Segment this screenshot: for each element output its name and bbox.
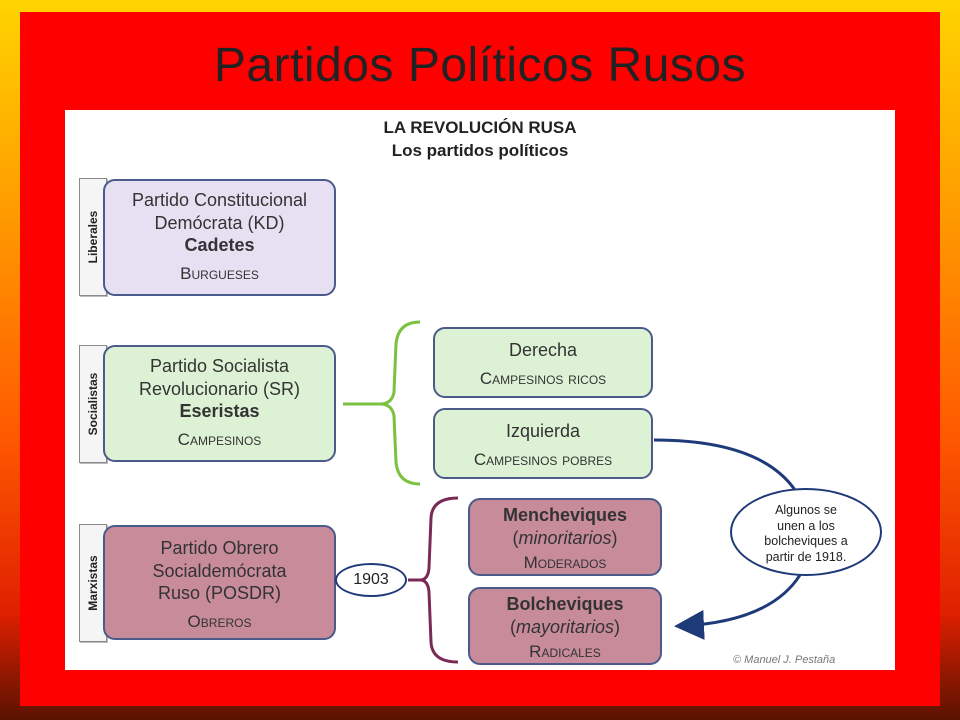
paren-open: ( — [509, 616, 516, 637]
paren-close: ) — [611, 527, 618, 548]
social-base: Burgueses — [180, 263, 259, 283]
faction-name: Bolcheviques — [506, 594, 624, 614]
split-year-badge: 1903 — [335, 563, 407, 597]
faction-box-derecha: Derecha Campesinos ricos — [433, 327, 653, 398]
party-name-line: Demócrata (KD) — [154, 212, 285, 233]
faction-name: Derecha — [508, 340, 578, 360]
faction-name: Mencheviques — [502, 505, 628, 525]
diagram-subtitle: Los partidos políticos — [391, 141, 569, 160]
category-label: Socialistas — [86, 372, 100, 436]
social-base: Campesinos pobres — [473, 449, 613, 469]
note-line: bolcheviques a — [764, 534, 848, 549]
social-base: Campesinos ricos — [479, 368, 607, 388]
party-name-line: Revolucionario (SR) — [138, 378, 301, 399]
social-base: Obreros — [187, 611, 252, 631]
faction-description: (minoritarios) — [470, 527, 660, 550]
copyright-text: © Manuel J. Pestaña — [733, 654, 836, 666]
note-line: Algunos se — [775, 503, 837, 517]
paren-close: ) — [614, 616, 621, 637]
social-base: Moderados — [523, 553, 607, 572]
faction-name: Izquierda — [505, 421, 581, 441]
note-bubble: Algunos se unen a los bolcheviques a par… — [730, 488, 882, 576]
note-line: partir de 1918. — [765, 549, 847, 564]
party-name-line: Partido Constitucional — [131, 190, 308, 210]
party-box-kd: Partido Constitucional Demócrata (KD) Ca… — [103, 179, 336, 296]
slide-title: Partidos Políticos Rusos — [213, 39, 747, 92]
party-name-line: Partido Socialista — [149, 356, 290, 376]
social-base: Campesinos — [177, 429, 262, 449]
note-to-bolcheviques-arrow — [674, 574, 802, 640]
faction-box-bolcheviques: Bolcheviques (mayoritarios) Radicales — [468, 587, 662, 665]
faction-box-mencheviques: Mencheviques (minoritarios) Moderados — [468, 498, 662, 576]
paren-open: ( — [512, 527, 519, 548]
marxist-split-bracket — [408, 496, 459, 582]
socialist-split-bracket — [343, 320, 421, 406]
faction-box-izquierda: Izquierda Campesinos pobres — [433, 408, 653, 479]
faction-qualifier: minoritarios — [518, 527, 612, 548]
party-nickname: Cadetes — [184, 235, 255, 255]
note-line: unen a los — [777, 518, 835, 533]
party-name-line: Partido Obrero — [160, 538, 279, 558]
social-base: Radicales — [529, 642, 601, 661]
party-nickname: Eseristas — [179, 401, 260, 421]
party-box-sr: Partido Socialista Revolucionario (SR) E… — [103, 345, 336, 462]
faction-qualifier: mayoritarios — [515, 616, 615, 637]
party-name-line: Ruso (POSDR) — [157, 583, 282, 603]
category-label: Liberales — [86, 210, 100, 264]
category-marxistas: Marxistas — [79, 524, 107, 642]
category-label: Marxistas — [86, 555, 100, 611]
party-name-line: Socialdemócrata — [152, 560, 287, 581]
diagram-title: LA REVOLUCIÓN RUSA — [383, 118, 577, 137]
izquierda-to-note-arrow — [653, 438, 797, 491]
party-box-posdr: Partido Obrero Socialdemócrata Ruso (POS… — [103, 525, 336, 640]
faction-description: (mayoritarios) — [470, 616, 660, 639]
